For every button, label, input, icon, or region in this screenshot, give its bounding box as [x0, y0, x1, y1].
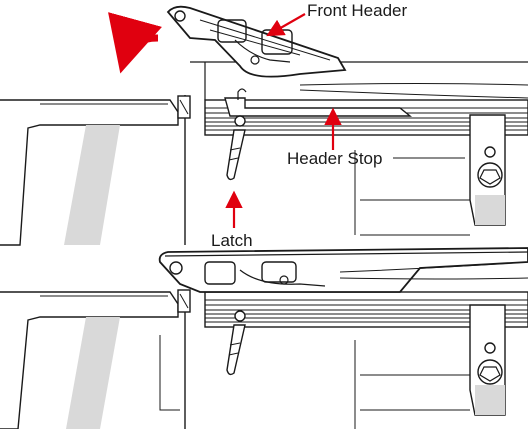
latch-pivot-bottom — [234, 310, 246, 322]
front-header-closed — [158, 247, 528, 293]
latch-handle — [226, 129, 246, 181]
panel-bottom — [0, 247, 528, 430]
panel-top — [0, 5, 528, 246]
latch-handle-bottom — [226, 324, 246, 376]
latch-label: Latch — [211, 231, 253, 250]
front-header-label: Front Header — [307, 1, 408, 20]
rotation-arrow — [108, 12, 163, 74]
latch-pivot — [234, 115, 246, 127]
header-stop-label: Header Stop — [287, 149, 383, 168]
front-header-arrow — [266, 13, 306, 37]
